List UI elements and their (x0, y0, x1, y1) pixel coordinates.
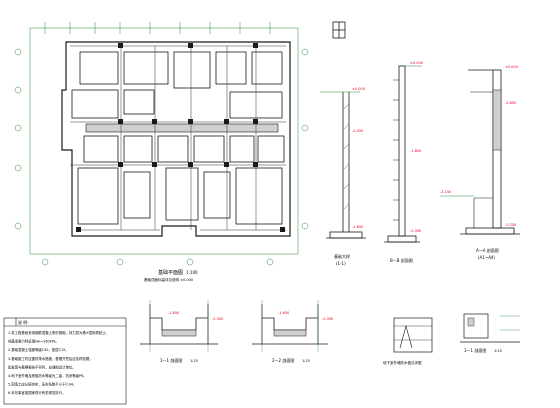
notes-line: 5.回填土应分层夯实，压实系数不小于0.94。 (8, 382, 76, 387)
plan-room (215, 51, 247, 85)
plan-room (229, 135, 255, 163)
right-detail (460, 313, 520, 343)
plan-room (123, 51, 169, 85)
plan-scale: 1:100 (186, 270, 198, 275)
level-mark: -0.600 (505, 101, 516, 105)
waterproof-detail (393, 317, 433, 353)
plan-top-ticks (44, 22, 271, 34)
plan-room (173, 51, 211, 89)
level-mark: ±0.000 (352, 87, 365, 91)
plan-room (203, 171, 231, 219)
right-detail-title: 1—1 剖面图 (464, 347, 486, 353)
notes-line: 6.未尽事宜按国家现行有关规范执行。 (8, 390, 65, 395)
level-mark: -2.300 (322, 317, 333, 321)
section-b-title: B—B 剖面图 (390, 257, 413, 263)
notes-heading: 说 明: (18, 319, 29, 325)
plan-room (123, 89, 155, 115)
notes-line: 1.本工程基础采用钢筋混凝土条形基础，持力层为第③层粉质粘土， (8, 330, 109, 335)
section-main-tag: (1-1) (336, 261, 346, 266)
plan-room (251, 51, 283, 85)
plan-room (83, 135, 119, 163)
plan-outer-dim-frame (29, 27, 299, 255)
plan-axis-bubbles (14, 48, 309, 266)
section-main-title: 基础大样 (334, 253, 350, 259)
level-mark: -1.650 (352, 225, 363, 229)
waterproof-title: 地下室外墙防水做法详图 (383, 360, 422, 365)
plan-room (71, 89, 119, 119)
level-mark: -2.150 (440, 190, 451, 194)
level-mark: -0.450 (352, 129, 363, 133)
notes-line: 4.地下室外墙及底板防水等级为二级，抗渗等级P6。 (8, 373, 87, 378)
section-11 (140, 300, 218, 352)
column-detail (332, 21, 346, 39)
section-22-ratio: 1:25 (302, 359, 310, 363)
notes-lines: 1.本工程基础采用钢筋混凝土条形基础，持力层为第③层粉质粘土， 地基承载力特征值… (8, 330, 109, 395)
plan-room (77, 167, 119, 225)
section-22-title: 2—2 剖面图 (272, 357, 294, 363)
level-mark: ±0.000 (505, 65, 518, 69)
level-mark: -2.300 (212, 317, 223, 321)
plan-room (157, 135, 189, 163)
level-mark: -1.650 (278, 311, 289, 315)
plan-room (79, 51, 119, 85)
notes-box (3, 317, 127, 405)
section-a-tag: (A1~A4) (478, 255, 495, 260)
plan-note: 基础顶面标高详见说明 ±0.000 (144, 277, 193, 282)
plan-outline (61, 41, 291, 237)
plan-room (257, 135, 285, 163)
section-a-title: A—A 剖面图 (476, 247, 499, 253)
section-11-ratio: 1:25 (190, 359, 198, 363)
plan-footing-lines (70, 45, 286, 231)
level-mark: -2.300 (410, 229, 421, 233)
level-mark: ±0.000 (410, 61, 423, 65)
plan-room (123, 135, 153, 163)
plan-room (235, 167, 283, 225)
right-detail-ratio: 1:25 (494, 349, 502, 353)
notes-line: 3.基础施工时应做好排水措施，基槽开挖后应及时验槽， (8, 356, 93, 361)
plan-room (193, 135, 225, 163)
section-a (440, 69, 520, 235)
plan-title: 基础平面图 (158, 269, 183, 276)
section-b (384, 65, 422, 243)
section-11-title: 1—1 剖面图 (160, 357, 182, 363)
plan-columns (76, 43, 285, 232)
plan-room (123, 171, 151, 219)
notes-line: 2.基础混凝土强度等级C30，垫层C15。 (8, 347, 69, 352)
section-22 (252, 300, 328, 352)
plan-room (165, 167, 199, 221)
notes-line: 如发现与勘察报告不符时，应通知设计单位。 (8, 364, 76, 369)
notes-line: 地基承载力特征值fak=160kPa。 (8, 339, 59, 344)
foundation-plan (14, 22, 309, 266)
plan-hatched-band (85, 123, 279, 133)
section-main (320, 91, 366, 239)
level-mark: -1.800 (410, 149, 421, 153)
level-mark: -1.650 (168, 311, 179, 315)
level-mark: -3.250 (505, 223, 516, 227)
